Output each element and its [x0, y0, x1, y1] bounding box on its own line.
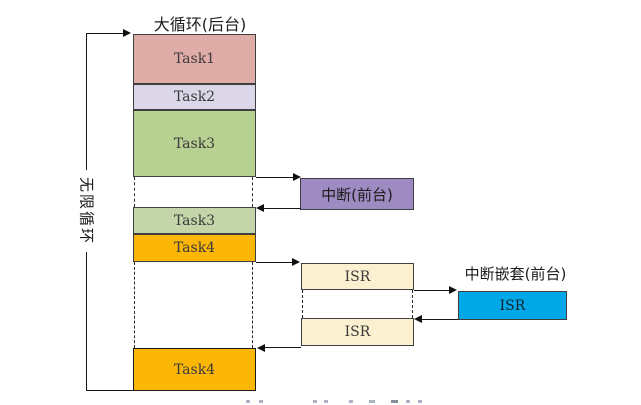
arrow-interrupt-return-line — [263, 207, 301, 209]
caption-mark — [391, 400, 398, 403]
caption-mark — [259, 400, 263, 403]
gap2-dashed-right — [252, 262, 253, 348]
gap1-dashed-left — [134, 177, 135, 207]
task3-resume-label: Task3 — [173, 212, 216, 229]
task4-resume-label: Task4 — [173, 361, 216, 378]
caption-mark — [349, 400, 353, 403]
caption-mark — [369, 400, 375, 403]
task3-resume-block: Task3 — [133, 207, 256, 234]
task1-block: Task1 — [133, 34, 256, 84]
isr-gap-dashed-right — [412, 290, 413, 318]
arrow-interrupt-return-head-icon — [256, 204, 264, 212]
loop-line-bottom — [86, 389, 134, 391]
task4-resume-block: Task4 — [133, 348, 256, 391]
task2-block: Task2 — [133, 84, 256, 110]
task4-label: Task4 — [173, 240, 216, 256]
task2-label: Task2 — [173, 89, 216, 105]
arrow-isr-return-head-icon — [257, 343, 265, 352]
arrow-isr-to-nested-head-icon — [449, 286, 457, 294]
arrow-nested-return-line — [421, 318, 458, 320]
task3-label: Task3 — [173, 135, 216, 152]
nested-isr-block: ISR — [458, 291, 567, 320]
task3-block: Task3 — [133, 110, 256, 177]
isr-gap-dashed-left — [302, 290, 303, 318]
caption-mark — [313, 400, 317, 403]
gap2-dashed-left — [134, 262, 135, 348]
arrow-task4-to-isr-head-icon — [292, 258, 300, 266]
arrow-nested-return-head-icon — [414, 315, 422, 323]
caption-mark — [324, 400, 328, 403]
loop-line-top — [86, 32, 124, 34]
interrupt-foreground-label: 中断(前台) — [321, 185, 393, 204]
caption-mark — [406, 400, 410, 403]
arrow-task4-to-isr-line — [256, 261, 293, 263]
infinite-loop-label: 无限循环 — [76, 169, 98, 253]
arrow-isr-return-line — [264, 347, 301, 348]
isr2-label: ISR — [344, 324, 371, 340]
arrow-isr-to-nested-line — [414, 289, 450, 291]
nested-isr-label: ISR — [499, 297, 526, 314]
task4-block: Task4 — [133, 234, 256, 262]
arrow-task3-to-interrupt-head-icon — [293, 173, 301, 181]
interrupt-foreground-block: 中断(前台) — [300, 178, 414, 210]
loop-arrowhead-icon — [123, 29, 131, 37]
gap1-dashed-right — [252, 177, 253, 207]
isr2-block: ISR — [301, 318, 414, 346]
background-loop-title: 大循环(后台) — [153, 15, 247, 34]
isr1-label: ISR — [344, 268, 371, 285]
nested-interrupt-title: 中断嵌套(前台) — [464, 265, 567, 283]
caption-mark — [246, 400, 250, 403]
arrow-task3-to-interrupt-line — [256, 176, 294, 178]
task1-label: Task1 — [173, 51, 216, 67]
isr1-block: ISR — [301, 263, 414, 290]
caption-mark — [418, 400, 422, 403]
